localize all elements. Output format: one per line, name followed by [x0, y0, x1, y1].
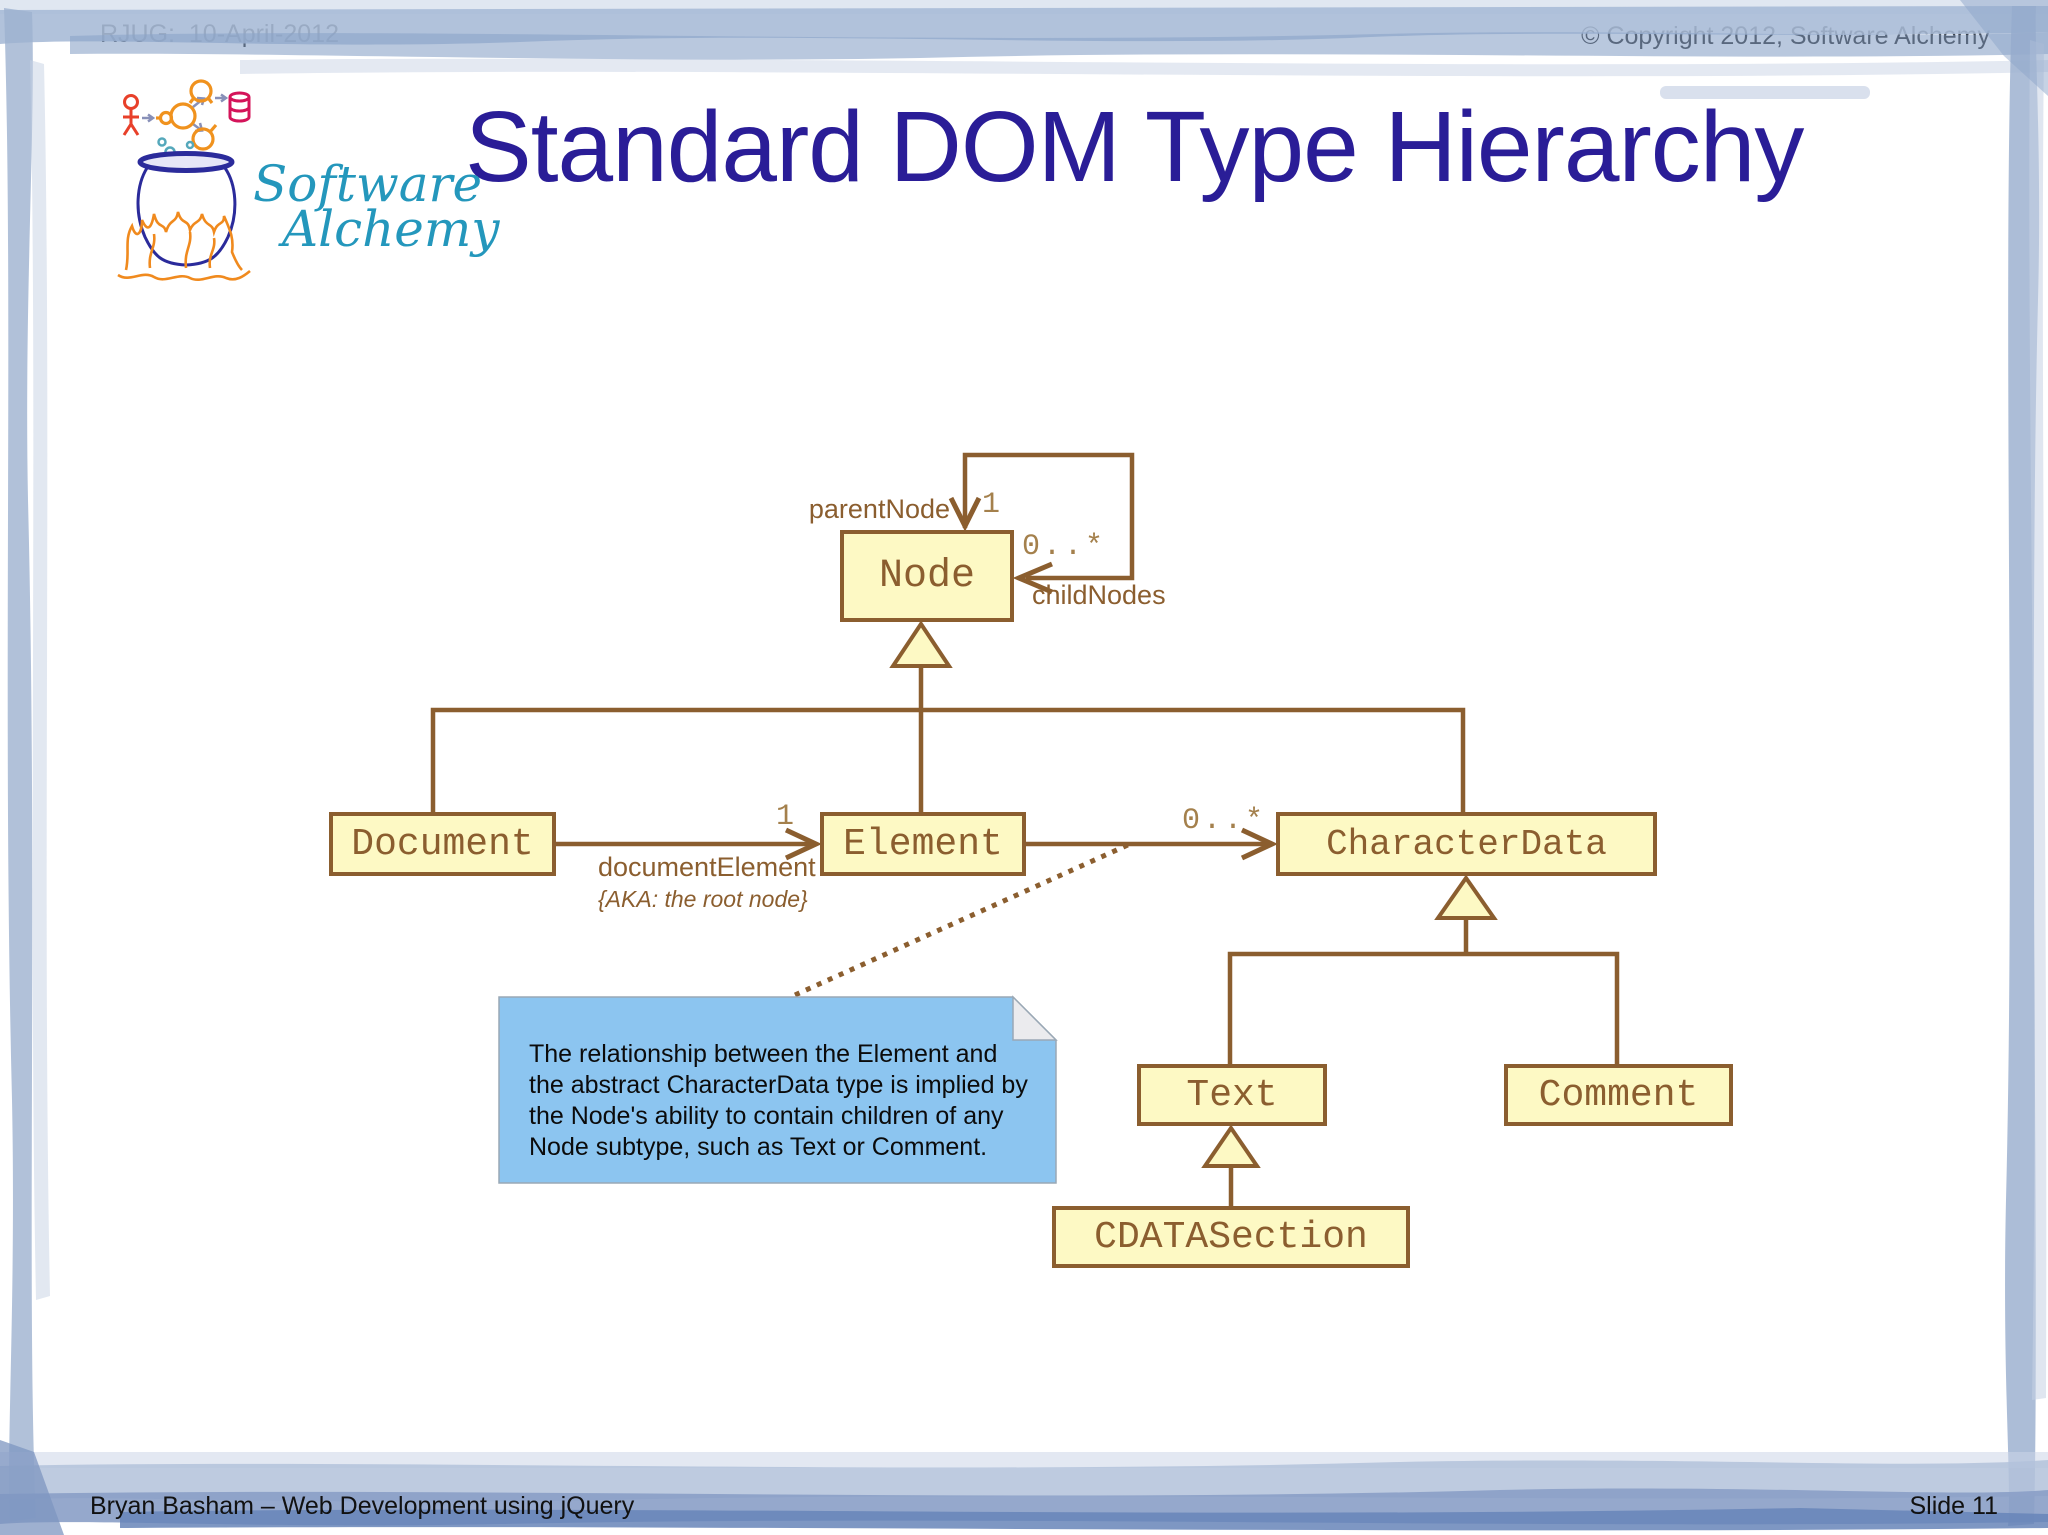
arrowhead-childnodes: [1012, 561, 1053, 595]
class-label: Text: [1186, 1073, 1278, 1117]
triangle-characterdata: [1434, 874, 1498, 920]
software-alchemy-logo: Software Alchemy: [90, 72, 520, 302]
border-bottom-band3: [120, 1508, 2048, 1531]
class-box-node: Node: [840, 530, 1014, 622]
border-right-streak: [2029, 40, 2047, 1400]
multiplicity-documentelement: 1: [776, 800, 795, 834]
alchemy-shapes-icon: [156, 79, 218, 151]
class-label: Element: [843, 822, 1003, 866]
slide-title: Standard DOM Type Hierarchy: [465, 91, 1804, 203]
class-box-document: Document: [329, 812, 556, 876]
aka-root-node-note: {AKA: the root node}: [598, 886, 808, 912]
stick-figure-icon: [122, 94, 140, 136]
paint-smudge: [1660, 86, 1870, 99]
class-label: CharacterData: [1326, 823, 1607, 865]
logo-text-line1: Software: [253, 155, 483, 213]
inheritance-bus-line: [430, 707, 1466, 812]
class-box-comment: Comment: [1504, 1064, 1733, 1126]
chardata-bus-line: [1227, 951, 1620, 1064]
class-label: Document: [351, 822, 534, 866]
border-topright-corner: [1960, 0, 2048, 96]
note-line: The relationship between the Element and: [529, 1040, 998, 1068]
class-label: CDATASection: [1094, 1215, 1368, 1259]
arrowhead-chardata: [1240, 827, 1278, 861]
role-label-parentnode: parentNode: [808, 494, 950, 524]
footer-slide-number: Slide 11: [1909, 1492, 1999, 1520]
role-label-documentelement: documentElement: [598, 852, 816, 882]
cauldron-logo-icon: [117, 79, 251, 281]
self-association-line: [962, 452, 1135, 581]
uml-note-text: The relationship between the Element and…: [499, 997, 1056, 1183]
class-box-element: Element: [820, 812, 1026, 876]
class-label: Node: [878, 553, 975, 599]
class-label: Comment: [1538, 1073, 1699, 1117]
border-bottomleft-corner: [0, 1440, 64, 1535]
border-top-inner-streak: [240, 58, 2048, 77]
triangle-text: [1201, 1124, 1261, 1168]
border-left-band: [4, 8, 36, 1522]
database-cylinder-icon: [228, 91, 251, 123]
note-line: the Node's ability to contain children o…: [529, 1102, 1004, 1130]
multiplicity-chardata: 0..*: [1182, 804, 1267, 838]
multiplicity-childnodes: 0..*: [1022, 530, 1107, 564]
triangle-node: [889, 620, 953, 668]
multiplicity-parentnode: 1: [982, 488, 1001, 522]
note-fold-icon: [1012, 995, 1058, 1041]
arrow-icons: [142, 93, 229, 133]
arrowhead-parentnode: [948, 496, 982, 532]
logo-text-line2: Alchemy: [282, 200, 500, 258]
class-box-text: Text: [1137, 1064, 1327, 1126]
flames-icon: [117, 211, 251, 281]
arrowhead-documentelement: [784, 827, 822, 861]
border-top-streak: [70, 32, 2048, 60]
border-left-streak: [30, 60, 50, 1300]
footer-author: Bryan Basham – Web Development using jQu…: [90, 1492, 635, 1520]
role-label-childnodes: childNodes: [1032, 580, 1166, 610]
class-box-characterdata: CharacterData: [1276, 812, 1657, 876]
class-box-cdatasection: CDATASection: [1052, 1206, 1410, 1268]
uml-note: [498, 996, 1057, 1184]
note-line: the abstract CharacterData type is impli…: [529, 1071, 1028, 1099]
note-line: Node subtype, such as Text or Comment.: [529, 1133, 988, 1161]
note-anchor-dotted-line: [793, 841, 1132, 998]
